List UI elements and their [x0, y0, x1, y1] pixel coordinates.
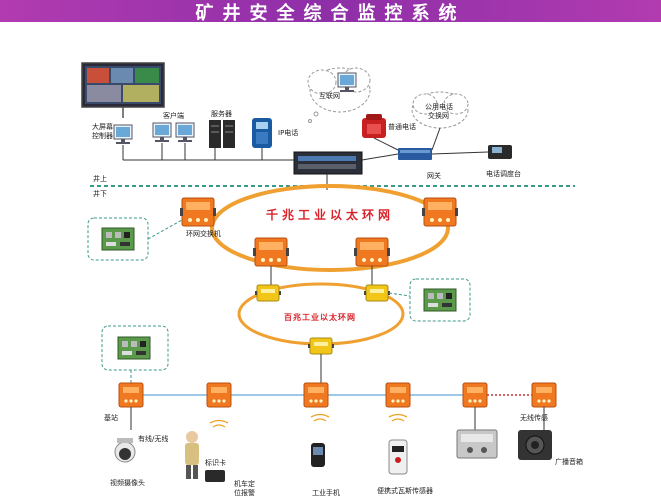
camera-icon — [114, 438, 136, 463]
ip-phone-icon — [252, 118, 272, 148]
wireless-relay-label: 无线传感 — [520, 413, 548, 422]
100m-ring-label: 百兆工业以太环网 — [284, 312, 356, 322]
pstn-label-line1: 公用电话 — [425, 102, 453, 111]
dispatch-label: 电话调度台 — [486, 169, 521, 178]
gateway-label: 网关 — [427, 171, 441, 180]
big-screen-label-line2: 控制器 — [92, 131, 113, 140]
id-card-icon — [205, 470, 225, 482]
big-screen-monitor — [81, 62, 165, 118]
board-left-link — [147, 219, 183, 240]
big-screen-label-line1: 大屏幕 — [92, 122, 113, 131]
broadcast-label: 广播音箱 — [555, 457, 583, 466]
pstn-label: 公用电话 交换网 — [425, 102, 455, 120]
base-station-1 — [118, 382, 144, 408]
surface-label: 井上 — [93, 174, 107, 183]
gas-sensor-icon — [388, 439, 408, 475]
controller-board-right — [423, 288, 457, 312]
server-rack — [209, 120, 235, 148]
base-station-2 — [206, 382, 232, 408]
client-pc-2 — [175, 122, 195, 143]
ring-switch-bottom-left — [252, 237, 290, 267]
gas-sensor-label: 便携式瓦斯传感器 — [377, 486, 433, 495]
internet-cloud — [307, 67, 371, 123]
base-station-3 — [303, 382, 329, 408]
server-label: 服务器 — [211, 109, 232, 118]
ring-switch-right — [421, 197, 459, 227]
wired-wireless-label: 有线/无线 — [138, 434, 168, 443]
wireless-wave-3 — [388, 413, 408, 422]
underground-label: 井下 — [93, 189, 107, 198]
page-title: 矿井安全综合监控系统 — [195, 3, 466, 24]
gigabit-ring — [210, 184, 450, 272]
normal-phone-label: 普通电话 — [388, 122, 416, 131]
normal-phone-icon — [362, 114, 386, 138]
explosion-proof-enclosure — [456, 429, 498, 459]
base-station-6 — [531, 382, 557, 408]
vehicle-locator-line1: 机车定 — [234, 479, 255, 488]
handheld-phone-icon — [311, 443, 325, 467]
handheld-label: 工业手机 — [312, 488, 340, 497]
ring-node-left — [254, 284, 282, 302]
system-diagram: 大屏幕 控制器 客户端 服务器 IP电话 互联网 公用电话 交换网 — [81, 62, 583, 497]
camera-label: 视频摄像头 — [110, 478, 145, 487]
pstn-label-line2: 交换网 — [428, 111, 449, 120]
ring-switch-label: 环网交换机 — [186, 229, 221, 238]
surface-links — [122, 127, 489, 161]
client-pc-1 — [152, 122, 172, 143]
big-screen-controller-pc — [113, 124, 133, 145]
controller-board-left — [101, 227, 135, 251]
controller-board-bottom — [117, 336, 151, 360]
vehicle-locator-line2: 位报警 — [234, 488, 255, 497]
ring-node-right — [363, 284, 391, 302]
internet-label: 互联网 — [319, 91, 340, 100]
ip-phone-label: IP电话 — [278, 128, 298, 137]
base-station-5 — [462, 382, 488, 408]
miner-figure — [185, 431, 199, 479]
core-switch — [293, 151, 363, 175]
broadcast-speaker-icon — [518, 430, 552, 460]
title-banner: 矿井安全综合监控系统 — [0, 0, 661, 24]
wireless-wave-2 — [310, 413, 330, 422]
pstn-cloud — [411, 91, 469, 129]
ring-switch-bottom-right — [353, 237, 391, 267]
id-card-label: 标识卡 — [205, 458, 226, 467]
ring-switch-left — [179, 197, 217, 227]
ring-node-bottom — [307, 337, 335, 355]
gateway-device — [398, 148, 432, 160]
vehicle-locator-label: 机车定 位报警 — [234, 479, 257, 497]
dispatch-console-icon — [488, 145, 512, 159]
gigabit-ring-label: 千兆工业以太环网 — [266, 207, 394, 222]
board-frame-right — [409, 278, 471, 322]
wireless-wave-1 — [209, 419, 229, 428]
client-label: 客户端 — [163, 111, 184, 120]
base-station-4 — [385, 382, 411, 408]
board-right-link — [388, 292, 411, 297]
base-station-label: 基站 — [104, 413, 118, 422]
board-frame-bottom — [101, 325, 169, 371]
big-screen-label: 大屏幕 控制器 — [92, 122, 115, 140]
